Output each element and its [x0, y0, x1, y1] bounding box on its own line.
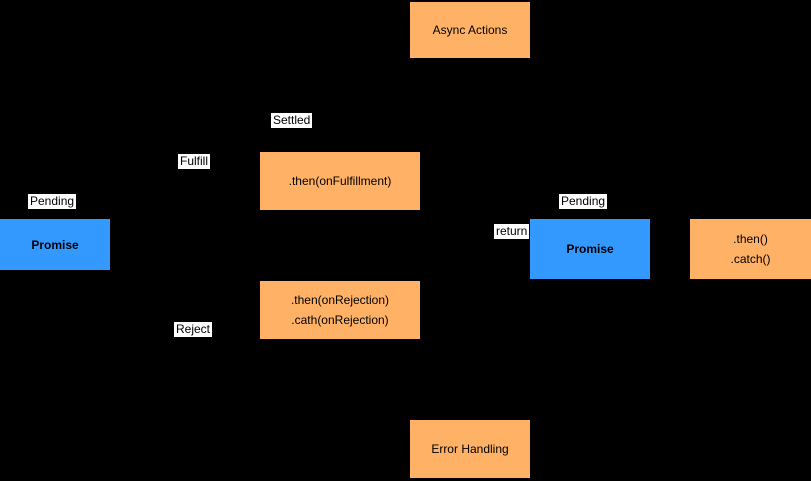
- node-promise-right: Promise: [530, 219, 650, 279]
- edge-label-reject: Reject: [174, 322, 213, 337]
- node-then-onrejection-line1: .then(onRejection): [290, 293, 390, 307]
- node-then-onfulfillment: .then(onFulfillment): [260, 152, 420, 210]
- edge-label-pending-left: Pending: [28, 194, 77, 209]
- edge-label-pending-right: Pending: [559, 194, 608, 209]
- node-async-actions-label: Async Actions: [432, 23, 508, 37]
- edge-label-return: return: [494, 224, 530, 239]
- node-then-catch-line1: .then(): [733, 232, 768, 246]
- edge-label-fulfill: Fulfill: [178, 154, 211, 169]
- node-async-actions: Async Actions: [410, 2, 530, 58]
- node-promise-left: Promise: [0, 219, 110, 270]
- node-error-handling-label: Error Handling: [431, 442, 509, 456]
- node-then-catch: .then() .catch(): [690, 219, 811, 279]
- node-error-handling: Error Handling: [410, 420, 530, 478]
- node-then-onfulfillment-label: .then(onFulfillment): [288, 174, 392, 188]
- edge-label-settled: Settled: [271, 113, 313, 128]
- node-then-onrejection-line2: .cath(onRejection): [291, 313, 389, 327]
- node-promise-left-label: Promise: [31, 237, 79, 252]
- node-then-onrejection: .then(onRejection) .cath(onRejection): [260, 281, 420, 339]
- node-then-catch-line2: .catch(): [730, 252, 771, 266]
- node-promise-right-label: Promise: [566, 242, 614, 256]
